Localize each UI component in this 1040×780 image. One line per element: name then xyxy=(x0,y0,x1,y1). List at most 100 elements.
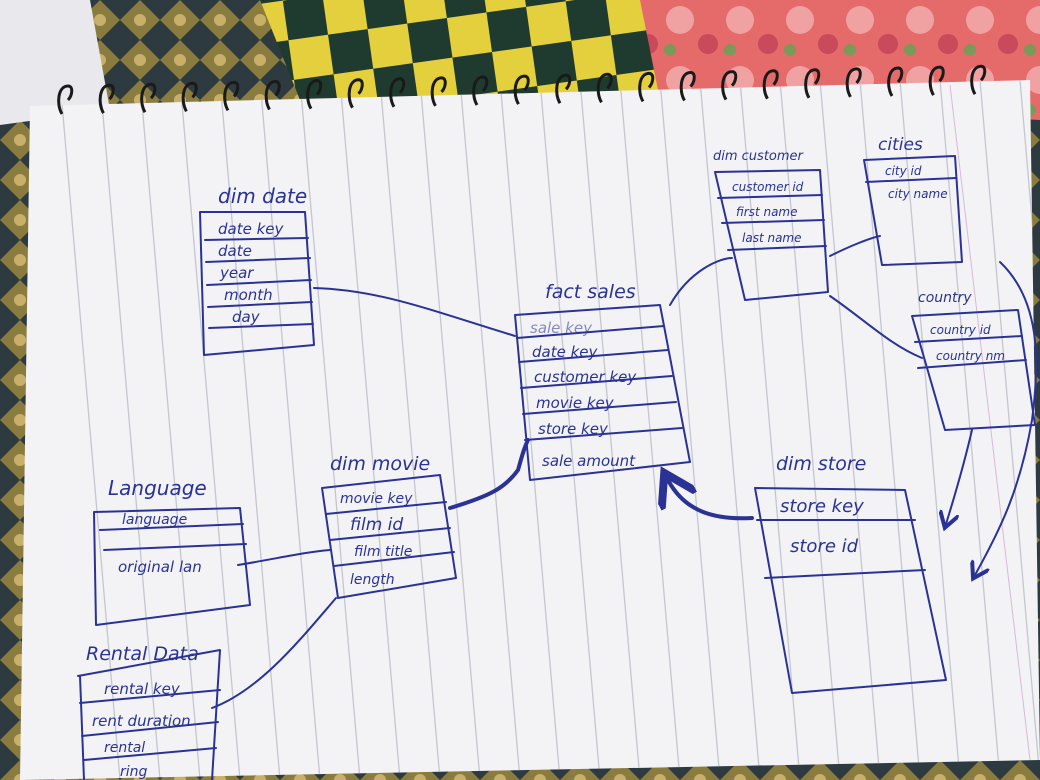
field-customer-key: customer key xyxy=(534,368,637,386)
spiral-ring xyxy=(679,70,696,102)
field-rental-key: rental key xyxy=(104,680,181,698)
link-store-to-fact xyxy=(668,480,754,521)
ruled-lines xyxy=(59,80,1040,780)
link-rental-to-movie xyxy=(211,597,337,709)
spiral-ring xyxy=(264,79,281,111)
ruled-line xyxy=(579,80,641,780)
ruled-line xyxy=(459,80,521,780)
field-store-key: store key xyxy=(538,420,609,438)
link-language-to-movie xyxy=(237,549,331,566)
ruled-line xyxy=(179,80,241,780)
field-sale-amount: sale amount xyxy=(542,452,636,470)
link-customer-to-cities xyxy=(829,235,881,257)
table-title: cities xyxy=(878,135,923,155)
ruled-line xyxy=(59,80,121,780)
ruled-line xyxy=(939,80,1001,780)
table-title: fact sales xyxy=(545,281,636,303)
field-first-name: first name xyxy=(736,205,798,219)
ruled-line xyxy=(259,80,321,780)
field-month: month xyxy=(224,286,273,304)
spiral-ring xyxy=(347,78,364,109)
table-dim-store: dim store store key store id xyxy=(754,453,947,694)
spiral-ring xyxy=(389,77,406,108)
field-day: day xyxy=(232,308,261,326)
field-store-key: store key xyxy=(780,496,864,517)
field-film-id: film id xyxy=(350,515,403,535)
table-title: Language xyxy=(108,476,207,500)
spiral-ring xyxy=(845,67,862,98)
ruled-line xyxy=(699,80,761,780)
field-date: date xyxy=(218,242,252,260)
field-length: length xyxy=(350,572,395,588)
spiral-ring xyxy=(513,74,530,105)
spiral-ring xyxy=(430,76,447,107)
table-country: country country id country nm xyxy=(911,290,1036,431)
ruled-line xyxy=(339,80,401,780)
field-city-name: city name xyxy=(888,187,948,201)
table-title: dim customer xyxy=(713,149,805,164)
field-country-nm: country nm xyxy=(936,349,1005,363)
link-cities-to-country-arrow xyxy=(946,429,973,524)
table-dim-movie: dim movie movie key film id film title l… xyxy=(321,453,457,599)
ruled-line xyxy=(499,80,561,780)
field-sale-key: sale key xyxy=(530,319,593,337)
ruled-line xyxy=(659,80,721,780)
field-film-title: film title xyxy=(354,544,412,560)
field-date-key: date key xyxy=(532,343,599,361)
table-language: Language language original lan xyxy=(93,476,251,626)
spiral-ring xyxy=(887,66,904,97)
field-customer-id: customer id xyxy=(732,180,804,194)
margin-line xyxy=(949,84,1031,761)
table-fact-sales: fact sales sale key date key customer ke… xyxy=(514,281,691,481)
table-title: dim date xyxy=(218,184,307,208)
spiral-ring xyxy=(762,69,779,100)
table-title: country xyxy=(918,290,972,306)
field-movie-key: movie key xyxy=(340,491,413,507)
spiral-ring xyxy=(928,65,945,96)
field-original-language: original lan xyxy=(118,558,202,576)
ruled-line xyxy=(1019,80,1040,780)
field-year: year xyxy=(219,264,254,282)
ruled-line xyxy=(379,80,441,780)
spiral-ring xyxy=(57,84,74,115)
spiral-ring xyxy=(721,70,738,101)
spiral-ring xyxy=(804,68,821,99)
ruled-line xyxy=(299,80,361,780)
spiral-ring xyxy=(555,73,572,104)
ruled-line xyxy=(819,80,881,780)
table-title: Rental Data xyxy=(86,643,199,665)
spiral-ring xyxy=(970,64,987,95)
field-date-key: date key xyxy=(218,220,285,238)
spiral-ring xyxy=(472,75,489,106)
link-country-side-arrow xyxy=(975,261,1038,575)
field-store-id: store id xyxy=(790,536,859,557)
spiral-ring xyxy=(140,82,157,113)
table-dim-customer: dim customer customer id first name last… xyxy=(713,149,829,301)
field-language: language xyxy=(122,512,187,528)
relationship-lines xyxy=(211,235,1038,709)
table-title: dim movie xyxy=(330,453,430,475)
spiral-ring xyxy=(638,71,655,103)
field-rent-duration: rent duration xyxy=(92,712,191,730)
field-city-id: city id xyxy=(885,164,922,178)
ruled-line xyxy=(139,80,201,780)
link-movie-to-fact xyxy=(448,438,530,510)
field-country-id: country id xyxy=(930,323,991,337)
spiral-ring xyxy=(596,72,613,104)
table-title: dim store xyxy=(776,453,866,475)
field-ring: ring xyxy=(120,764,148,780)
field-movie-key: movie key xyxy=(536,394,615,412)
field-rental: rental xyxy=(104,740,145,756)
spiral-ring xyxy=(98,83,115,114)
spiral-ring xyxy=(181,81,198,113)
link-date-to-fact xyxy=(313,287,516,337)
ruled-line xyxy=(899,80,961,780)
ruled-line xyxy=(219,80,281,780)
ruled-line xyxy=(539,80,601,780)
spiral-binding xyxy=(57,64,987,115)
spiral-ring xyxy=(223,80,240,112)
table-cities: cities city id city name xyxy=(863,135,963,266)
link-customer-to-fact xyxy=(669,257,733,306)
link-customer-to-country xyxy=(829,295,923,359)
